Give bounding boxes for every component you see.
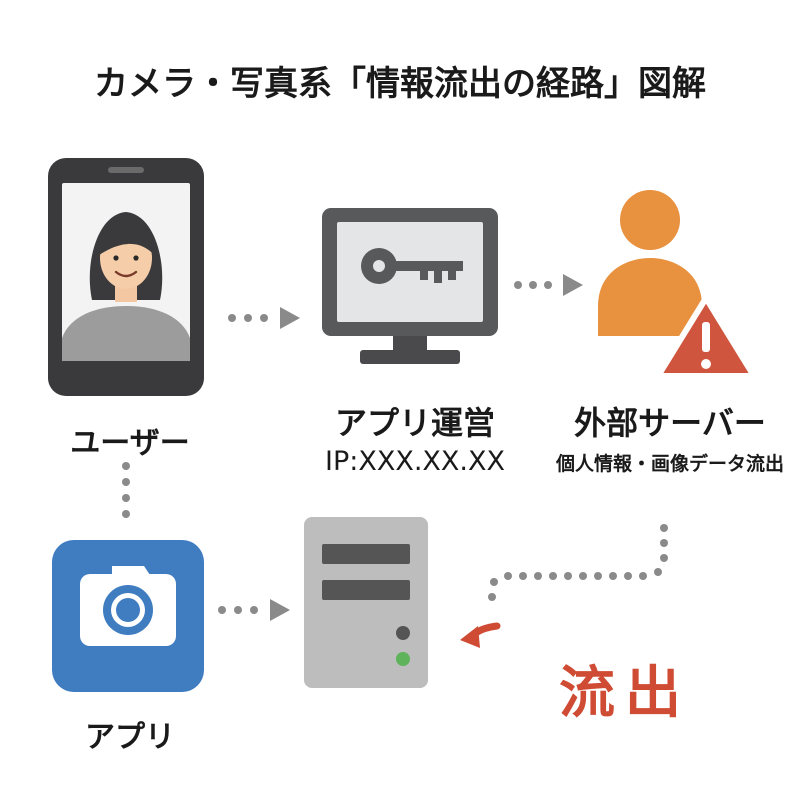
external-server-label: 外部サーバー bbox=[574, 404, 766, 442]
connector-user-to-app bbox=[122, 462, 130, 518]
camera-app-icon bbox=[52, 540, 204, 692]
leak-arrow-icon bbox=[460, 622, 501, 648]
operator-label: アプリ運営 bbox=[334, 404, 495, 442]
app-label: アプリ bbox=[85, 720, 175, 755]
user-label: ユーザー bbox=[70, 426, 190, 461]
person-with-warning-icon bbox=[598, 190, 757, 379]
external-server-note: 個人情報・画像データ流出 bbox=[555, 453, 784, 475]
page-title: カメラ・写真系「情報流出の経路」図解 bbox=[94, 64, 706, 104]
operator-ip-address: IP:XXX.XX.XX bbox=[325, 446, 505, 477]
connector-external-to-server bbox=[488, 524, 668, 601]
smartphone-with-person-icon bbox=[48, 158, 204, 396]
connector-app-to-server bbox=[218, 599, 290, 621]
monitor-with-key-icon bbox=[322, 208, 498, 364]
leak-label: 流出 bbox=[559, 661, 691, 726]
connector-operator-to-external bbox=[514, 274, 583, 296]
server-tower-icon bbox=[304, 517, 428, 688]
connector-user-to-operator bbox=[228, 307, 300, 329]
